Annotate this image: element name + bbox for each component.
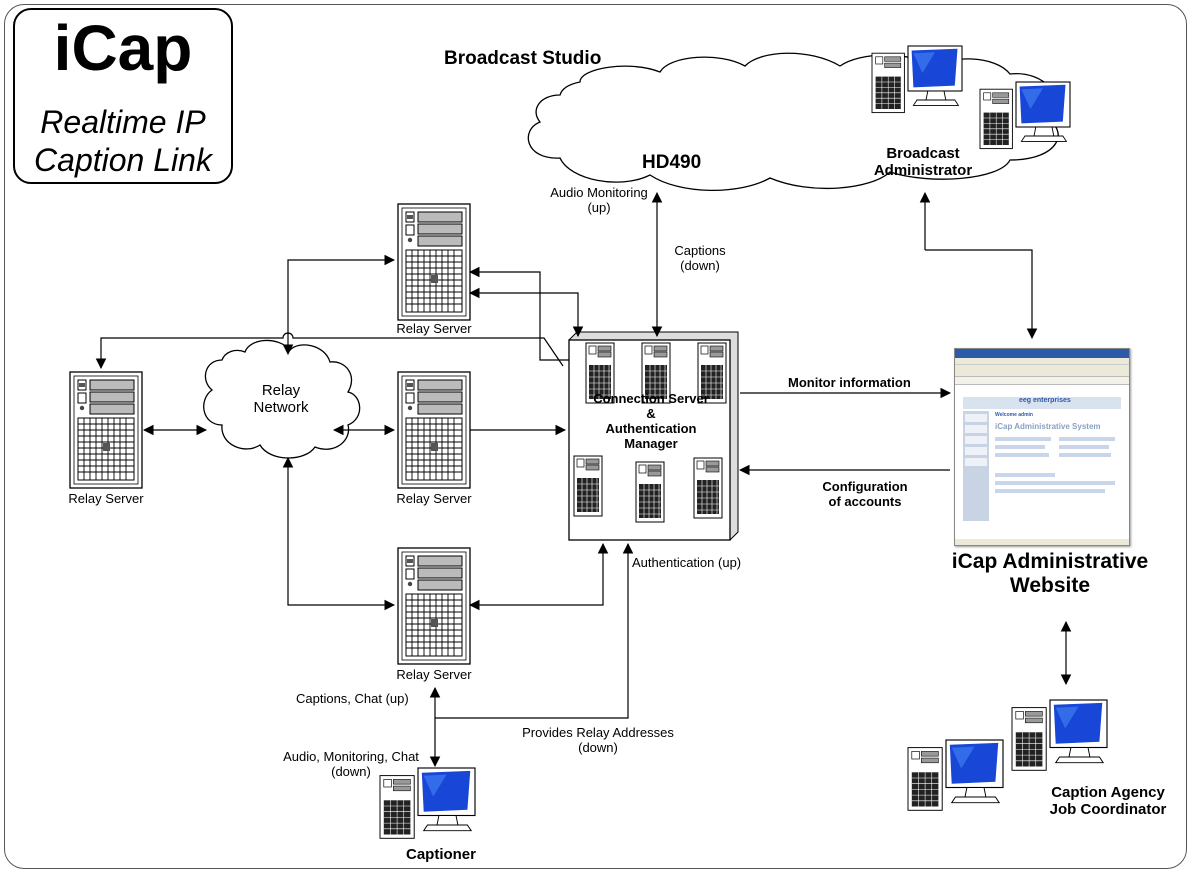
admin-website-line2: Website xyxy=(1009,574,1091,598)
title-subtitle-line1: Realtime IP xyxy=(40,104,206,140)
connection-server-line4: Manager xyxy=(624,435,678,451)
captions-chat-label: Captions, Chat (up) xyxy=(296,691,409,706)
broadcast-admin-line1: Broadcast xyxy=(886,145,960,162)
relay-server-left-label: Relay Server xyxy=(68,491,144,506)
relay-server-mid-label: Relay Server xyxy=(396,491,472,506)
admin-website-screenshot: eeg enterprises Welcome admin iCap Admin… xyxy=(954,348,1130,546)
broadcast-admin-label: Broadcast Administrator xyxy=(868,145,978,180)
captions-down-label: Captions (down) xyxy=(660,243,740,274)
job-coordinator-line2: Job Coordinator xyxy=(1049,801,1167,819)
audio-monitoring-label: Audio Monitoring (up) xyxy=(540,185,658,216)
relay-network-line1: Relay xyxy=(261,382,301,399)
relay-server-bottom-icon xyxy=(397,547,471,665)
provides-relay-line1: Provides Relay Addresses xyxy=(522,725,674,740)
connection-server-label: Connection Server & Authentication Manag… xyxy=(576,391,726,452)
title-box: iCap Realtime IP Caption Link xyxy=(13,8,233,184)
website-logo: eeg enterprises xyxy=(1019,397,1071,404)
connection-server-box xyxy=(568,331,739,541)
relay-network-label: Relay Network xyxy=(236,382,326,417)
connection-server-line2: & xyxy=(646,405,656,421)
authentication-label: Authentication (up) xyxy=(632,555,742,570)
captions-down-line1: Captions xyxy=(674,243,726,258)
broadcast-studio-label: Broadcast Studio xyxy=(444,48,602,69)
monitor-information-label: Monitor information xyxy=(788,375,911,390)
audio-monitoring-chat-label: Audio, Monitoring, Chat (down) xyxy=(266,749,436,780)
admin-website-line1: iCap Administrative xyxy=(951,550,1149,573)
audio-monitoring-chat-line2: (down) xyxy=(331,763,371,779)
configuration-line1: Configuration xyxy=(822,479,908,494)
admin-website-label: iCap Administrative Website xyxy=(940,550,1160,598)
website-welcome: Welcome admin xyxy=(995,412,1033,418)
relay-server-bottom-label: Relay Server xyxy=(396,667,472,682)
website-heading: iCap Administrative System xyxy=(995,422,1101,431)
hd490-label: HD490 xyxy=(642,152,702,173)
diagram-frame xyxy=(4,4,1187,869)
broadcast-admin-pc-1 xyxy=(871,45,963,114)
relay-server-mid-icon xyxy=(397,371,471,489)
audio-monitoring-line1: Audio Monitoring xyxy=(550,185,648,200)
connection-server-line1: Connection Server xyxy=(593,391,709,406)
audio-monitoring-line2: (up) xyxy=(587,199,611,215)
job-coordinator-line1: Caption Agency xyxy=(1051,784,1165,801)
captioner-label: Captioner xyxy=(405,846,476,863)
provides-relay-line2: (down) xyxy=(578,739,618,755)
job-coordinator-label: Caption Agency Job Coordinator xyxy=(1028,784,1188,819)
title-subtitle-line2: Caption Link xyxy=(34,142,212,178)
configuration-line2: of accounts xyxy=(828,493,902,509)
relay-network-line2: Network xyxy=(253,399,309,417)
relay-server-top-label: Relay Server xyxy=(396,321,472,336)
title-main: iCap xyxy=(53,12,193,84)
job-coordinator-pc-2 xyxy=(907,739,1004,811)
configuration-label: Configuration of accounts xyxy=(805,479,925,510)
broadcast-admin-line2: Administrator xyxy=(873,162,973,180)
captions-down-line2: (down) xyxy=(680,257,720,273)
relay-server-top-icon xyxy=(397,203,471,321)
audio-monitoring-chat-line1: Audio, Monitoring, Chat xyxy=(283,749,419,764)
broadcast-studio-cloud xyxy=(527,52,1059,192)
broadcast-admin-pc-2 xyxy=(979,81,1071,150)
connection-server-line3: Authentication xyxy=(605,420,697,436)
relay-server-left-icon xyxy=(69,371,143,489)
provides-relay-label: Provides Relay Addresses (down) xyxy=(508,725,688,756)
job-coordinator-pc-1 xyxy=(1011,699,1108,771)
